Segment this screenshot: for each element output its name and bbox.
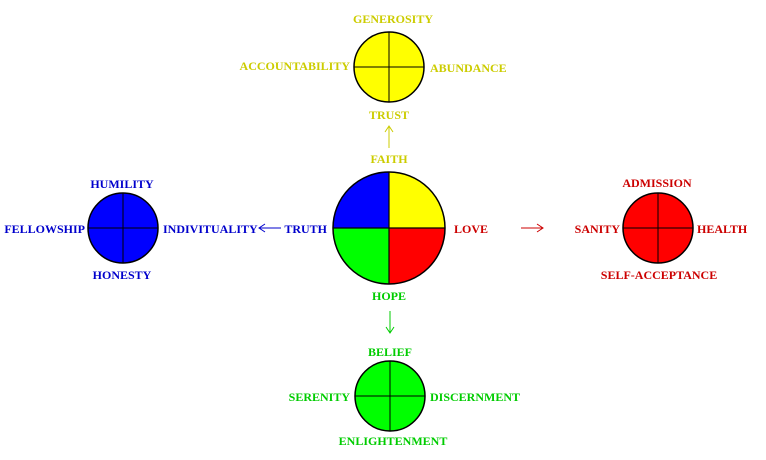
arrow-left xyxy=(258,223,281,233)
left-wheel-label-right: INDIVITUALITY xyxy=(163,222,258,236)
top-wheel-label-right: ABUNDANCE xyxy=(430,61,507,75)
top-wheel-label-left: ACCOUNTABILITY xyxy=(239,59,350,73)
right-wheel-label-right: HEALTH xyxy=(697,222,748,236)
bottom-wheel-label-right: DISCERNMENT xyxy=(430,390,521,404)
left-wheel-label-left: FELLOWSHIP xyxy=(4,222,85,236)
right-wheel-label-left: SANITY xyxy=(574,222,620,236)
center-label-hope: HOPE xyxy=(371,289,407,303)
right-wheel-label-bottom: SELF-ACCEPTANCE xyxy=(600,268,718,282)
center-wheel xyxy=(332,171,446,285)
left-wheel-label-bottom: HONESTY xyxy=(92,268,152,282)
bottom-wheel xyxy=(354,360,426,432)
center-quadrant-love-hope xyxy=(389,228,445,284)
center-label-love: LOVE xyxy=(454,222,489,236)
center-quadrant-faith-love xyxy=(389,172,445,228)
center-label-faith: FAITH xyxy=(370,152,408,166)
bottom-wheel-label-top: BELIEF xyxy=(367,345,413,359)
bottom-wheel-label-left: SERENITY xyxy=(288,390,350,404)
top-wheel xyxy=(353,31,425,103)
right-wheel xyxy=(622,192,694,264)
right-wheel-label-top: ADMISSION xyxy=(622,176,692,190)
center-label-truth: TRUTH xyxy=(284,222,327,236)
center-quadrant-hope-truth xyxy=(333,228,389,284)
top-wheel-label-top: GENEROSITY xyxy=(352,12,434,26)
arrow-up xyxy=(384,125,394,148)
center-wheel-outline xyxy=(332,171,446,285)
left-wheel xyxy=(87,192,159,264)
bottom-wheel-label-bottom: ENLIGHTENMENT xyxy=(338,434,448,448)
left-wheel-label-top: HUMILITY xyxy=(90,177,154,191)
arrow-down xyxy=(385,311,395,334)
top-wheel-label-bottom: TRUST xyxy=(368,108,410,122)
center-quadrant-truth-faith xyxy=(333,172,389,228)
arrow-right xyxy=(521,223,544,233)
